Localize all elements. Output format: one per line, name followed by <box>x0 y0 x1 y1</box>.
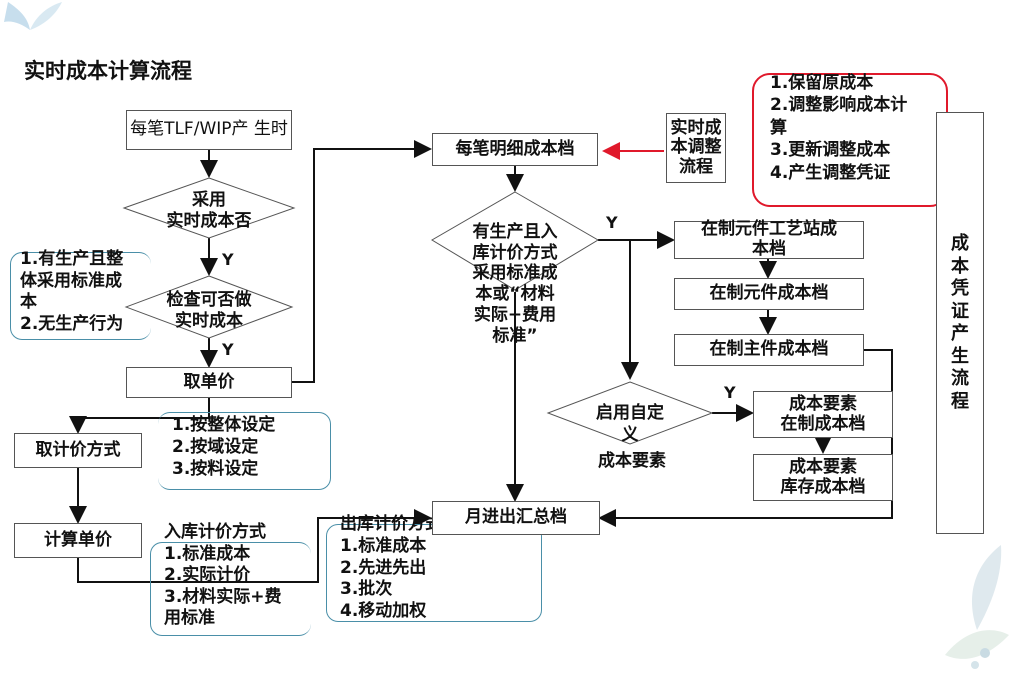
arrow-price-to-detail <box>292 140 432 383</box>
yes-label-4: Y <box>724 383 736 402</box>
diamond-inbound <box>431 191 599 291</box>
element-wip-node: 成本要素 在制成本档 <box>753 391 893 438</box>
arrow-decision-to-custom <box>598 239 639 380</box>
get-price-node: 取单价 <box>126 367 292 398</box>
note-brace <box>10 252 151 340</box>
decision-realtime-label: 采用 实时成本否 <box>166 190 252 232</box>
diamond-check <box>124 275 294 339</box>
yes-label-1: Y <box>222 250 234 269</box>
wip-component-node: 在制元件成本档 <box>674 278 864 310</box>
butterfly-decoration-icon <box>4 2 62 30</box>
decision-custom-sub: 成本要素 <box>598 451 666 471</box>
adjust-list: 1.保留原成本 2.调整影响成本计 算 3.更新调整成本 4.产生调整凭证 <box>770 73 908 183</box>
diamond-custom <box>546 381 714 445</box>
note-realtime: 1.有生产且整 体采用标准成 本 2.无生产行为 <box>20 249 124 334</box>
yes-label-3: Y <box>606 213 618 232</box>
price-method-node: 取计价方式 <box>14 433 142 468</box>
detail-cost-node: 每笔明细成本档 <box>432 133 598 166</box>
outbound-method-list: 出库计价方式 1.标准成本 2.先进先出 3.批次 4.移动加权 <box>340 514 442 621</box>
wip-main-node: 在制主件成本档 <box>674 334 864 366</box>
voucher-flow-node: 成 本 凭 证 产 生 流 程 <box>936 112 984 534</box>
diamond-realtime <box>122 177 296 239</box>
wip-station-node: 在制元件工艺站成 本档 <box>674 220 864 259</box>
element-stock-node: 成本要素 库存成本档 <box>753 454 893 501</box>
page-title: 实时成本计算流程 <box>24 59 192 83</box>
decision-custom-label: 启用自定 义 <box>596 403 664 446</box>
decision-inbound-label: 有生产且入 库计价方式 采用标准成 本或“材料 实际+费用 标准” <box>472 222 558 346</box>
arrow-price-to-method <box>69 397 210 434</box>
yes-label-2: Y <box>222 340 234 359</box>
decision-check-label: 检查可否做 实时成本 <box>166 290 252 332</box>
inbound-brace <box>150 542 311 636</box>
inbound-method-list: 入库计价方式 1.标准成本 2.实际计价 3.材料实际+费 用标准 <box>164 522 282 629</box>
method-brace <box>158 412 331 490</box>
monthly-summary-node: 月进出汇总档 <box>432 501 600 535</box>
price-method-list: 1.按整体设定 2.按域设定 3.按料设定 <box>172 415 276 480</box>
calc-price-node: 计算单价 <box>14 523 142 558</box>
realtime-adjust-node: 实时成 本调整 流程 <box>666 113 726 183</box>
start-node: 每笔TLF/WIP产 生时 <box>126 110 292 150</box>
arrow-calc-to-monthly <box>77 509 432 583</box>
floral-decoration-icon <box>945 545 1009 669</box>
